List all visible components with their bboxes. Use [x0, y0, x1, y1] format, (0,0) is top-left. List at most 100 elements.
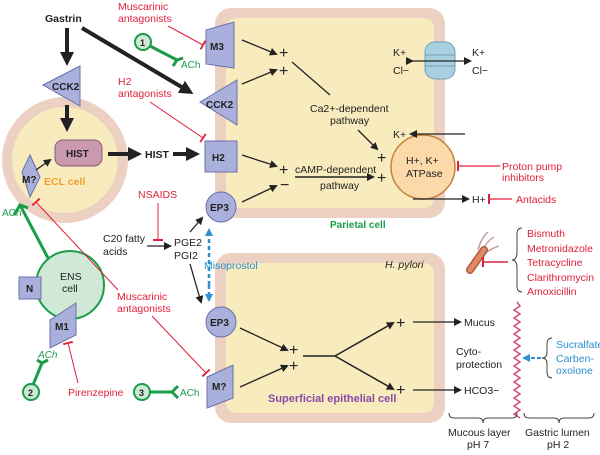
hco3-branch [334, 355, 395, 390]
h2-inhibit-line [149, 101, 207, 143]
k-out-label: K+ [472, 47, 485, 59]
antacids-label: Antacids [516, 194, 556, 206]
epi-m-receptor [206, 364, 234, 409]
antibiotic-item: Metronidazole [527, 243, 593, 255]
muscarinic-ecl-inhibit-line [31, 197, 119, 291]
cytoprotection-label: Cyto- [456, 346, 482, 358]
m3-arrow [241, 39, 278, 56]
plus-sign: + [279, 63, 288, 80]
gastrin-label: Gastrin [45, 13, 82, 25]
ens-axon [18, 204, 50, 259]
epi-ep3-arrow [239, 327, 289, 352]
h2-label: H2 [212, 153, 225, 164]
h2-arrow [241, 154, 278, 168]
ep3-arrow [241, 184, 278, 203]
muscarinic-top-label: Muscarinic [118, 1, 168, 13]
ecl-cck2-receptor [41, 65, 81, 107]
muscarinic-mid-label-2: antagonists [117, 303, 171, 315]
parietal-ep3-label: EP3 [210, 203, 229, 214]
ecl-m-label: M? [22, 175, 36, 186]
epi-ep3-label: EP3 [210, 318, 229, 329]
h-pylori-label: H. pylori [385, 259, 424, 271]
mucous-layer-ph: pH 7 [467, 439, 489, 450]
ens-label-2: cell [62, 283, 78, 295]
gastric-lumen-brace [523, 412, 595, 424]
mucus-label: Mucus [464, 317, 495, 329]
h-pylori-bacterium [466, 231, 500, 274]
ach-3-label: ACh [180, 388, 199, 399]
k-label: K+ [393, 129, 406, 141]
parietal-cell-label: Parietal cell [330, 220, 386, 231]
ach-2-label: ACh [37, 350, 58, 361]
epi-m-arrow [239, 364, 289, 388]
h-label: H+ [472, 194, 486, 206]
gastric-lumen-ph: pH 2 [547, 439, 569, 450]
parietal-ep3-receptor [205, 191, 237, 223]
epi-m-label: M? [212, 382, 226, 393]
atpase-label-2: ATPase [406, 168, 443, 180]
plus-sign: + [377, 150, 386, 167]
proton-pump [390, 134, 456, 200]
pgi2-label: PGI2 [174, 250, 198, 262]
n-receptor [18, 276, 42, 300]
neuron-1-axon [149, 44, 178, 62]
brace [541, 337, 553, 379]
ca-pathway-label-2: pathway [330, 115, 370, 127]
ecl-ach-label: ACh [2, 208, 21, 219]
camp-pathway-label: cAMP-dependent [295, 164, 376, 176]
sucralfate-label: Sucralfate [556, 339, 600, 351]
antibiotic-item: Amoxicillin [527, 286, 577, 298]
neuron-2-label: 2 [28, 388, 33, 398]
mucous-layer-brace [448, 412, 518, 424]
ca-arrow [357, 129, 379, 151]
antibiotic-item: Bismuth [527, 228, 565, 240]
carbenoxolone-label: Carben- [556, 353, 594, 365]
parietal-cck2-label: CCK2 [206, 100, 234, 111]
cl-in-label: Cl− [393, 65, 409, 77]
antibiotic-list: Bismuth Metronidazole Tetracycline Clari… [527, 228, 594, 298]
ecl-cck2-label: CCK2 [52, 82, 80, 93]
epi-ep3-receptor [205, 306, 237, 338]
camp-pathway-label-2: pathway [320, 180, 360, 192]
ca-line [291, 61, 331, 96]
muscarinic-epi-inhibit-line [151, 315, 211, 378]
pirenzepine-inhibit-line [62, 340, 79, 384]
plus-sign: + [377, 170, 386, 187]
m1-receptor [49, 302, 77, 349]
ach-1-label: ACh [181, 60, 200, 71]
atpase-label: H+, K+ [406, 155, 439, 167]
antibiotic-item: Clarithromycin [527, 272, 594, 284]
carbenoxolone-label-2: oxolone [556, 365, 593, 377]
ens-label: ENS [60, 271, 82, 283]
minus-sign: − [280, 177, 289, 194]
h2-antagonists-label: H2 [118, 76, 132, 88]
brace [511, 227, 523, 293]
plus-sign: + [279, 45, 288, 62]
plus-sign: + [289, 342, 298, 359]
fatty-acids-label-2: acids [103, 246, 128, 258]
pg-to-parietal-arrow [189, 216, 204, 233]
h2-antagonists-label-2: antagonists [118, 88, 172, 100]
fatty-acids-label: C20 fatty [103, 233, 146, 245]
neuron-3-label: 3 [139, 388, 144, 398]
gastric-lumen-label: Gastric lumen [525, 427, 590, 439]
muscarinic-mid-label: Muscarinic [117, 291, 167, 303]
ppi-label: Proton pump [502, 161, 562, 173]
plus-sign: + [279, 162, 288, 179]
nsaids-label: NSAIDS [138, 189, 177, 201]
misoprostol-label: Misoprostol [204, 260, 258, 272]
n-label: N [26, 284, 33, 295]
hist-box [54, 139, 103, 167]
gastrin-to-parietal-arrow [80, 26, 194, 95]
ca-pathway-label: Ca2+-dependent [310, 103, 389, 115]
epithelial-cell: Superficial epithelial cell [215, 253, 445, 423]
ecl-hist-label: HIST [66, 149, 89, 160]
muscarinic-inhibit-line [167, 25, 207, 50]
h2-receptor [204, 140, 238, 173]
m1-label: M1 [55, 322, 69, 333]
m-to-hist-arrow [35, 158, 52, 171]
mucus-branch [334, 322, 395, 357]
cck2-arrow [241, 68, 278, 85]
epithelial-cell-label: Superficial epithelial cell [268, 393, 396, 405]
ecl-cell-label: ECL cell [44, 176, 85, 188]
